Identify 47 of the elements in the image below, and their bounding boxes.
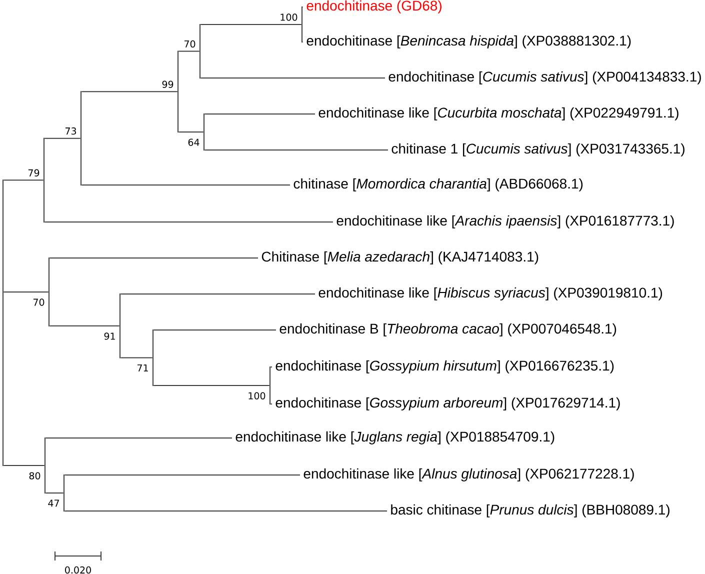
taxon-label: endochitinase like [Juglans regia] (XP018854709.1) bbox=[236, 431, 554, 444]
branch-line bbox=[49, 325, 120, 326]
junction-line bbox=[44, 438, 46, 494]
bootstrap-value: 91 bbox=[104, 332, 115, 340]
branch-line bbox=[81, 184, 290, 186]
taxon-label: chitinase [Momordica charantia] (ABD66068.1) bbox=[294, 178, 583, 192]
taxon-label: Chitinase [Melia azedarach] (KAJ4714083.1) bbox=[262, 251, 538, 264]
branch-line bbox=[3, 180, 44, 181]
taxon-label: endochitinase [Benincasa hispida] (XP038881302.1) bbox=[306, 35, 631, 48]
taxon-label: endochitinase like [Arachis ipaensis] (XP016187773.1) bbox=[336, 215, 674, 228]
branch-line bbox=[44, 138, 81, 139]
bootstrap-value: 70 bbox=[34, 298, 44, 306]
branch-line bbox=[178, 50, 200, 52]
branch-line bbox=[81, 91, 178, 92]
taxon-label: endochitinase B [Theobroma cacao] (XP007046548.1) bbox=[280, 323, 616, 336]
branch-line bbox=[120, 357, 153, 358]
junction-line bbox=[80, 91, 82, 186]
junction-line bbox=[2, 180, 4, 466]
taxon-label: endochitinase [Cucumis sativus] (XP004134833.1) bbox=[388, 71, 701, 84]
scale-label: 0.020 bbox=[65, 566, 91, 574]
taxon-label: basic chitinase [Prunus dulcis] (BBH08089.1) bbox=[391, 504, 670, 518]
bootstrap-value: 71 bbox=[138, 364, 148, 372]
branch-line bbox=[3, 291, 49, 292]
taxon-label: endochitinase (GD68) bbox=[306, 0, 442, 14]
bootstrap-value: 99 bbox=[162, 80, 174, 88]
bootstrap-value: 80 bbox=[29, 472, 40, 480]
taxon-label: endochitinase [Gossypium hirsutum] (XP016676235.1) bbox=[276, 360, 614, 374]
branch-line bbox=[200, 24, 302, 25]
taxon-label: endochitinase [Gossypium arboreum] (XP017629714.1) bbox=[276, 397, 620, 410]
branch-line bbox=[45, 492, 64, 494]
bootstrap-value: 47 bbox=[48, 500, 59, 507]
taxon-label: chitinase 1 [Cucumis sativus] (XP031743365.1) bbox=[392, 143, 684, 156]
branch-line bbox=[3, 465, 45, 466]
bootstrap-value: 73 bbox=[66, 127, 76, 135]
taxon-label: endochitinase like [Alnus glutinosa] (XP062177228.1) bbox=[304, 468, 634, 482]
bootstrap-value: 100 bbox=[280, 14, 298, 21]
junction-line bbox=[48, 258, 50, 326]
junction-line bbox=[152, 330, 154, 386]
taxon-label: endochitinase like [Hibiscus syriacus] (XP039019810.1) bbox=[318, 287, 662, 300]
branch-line bbox=[153, 385, 270, 386]
bootstrap-value: 79 bbox=[28, 169, 40, 176]
bootstrap-value: 100 bbox=[248, 392, 266, 400]
branch-line bbox=[64, 510, 388, 512]
taxon-label: endochitinase like [Cucurbita moschata] (XP022949791.1) bbox=[318, 107, 678, 120]
branch-line bbox=[64, 474, 300, 476]
bootstrap-value: 70 bbox=[184, 40, 196, 48]
bootstrap-value: 64 bbox=[188, 138, 200, 146]
